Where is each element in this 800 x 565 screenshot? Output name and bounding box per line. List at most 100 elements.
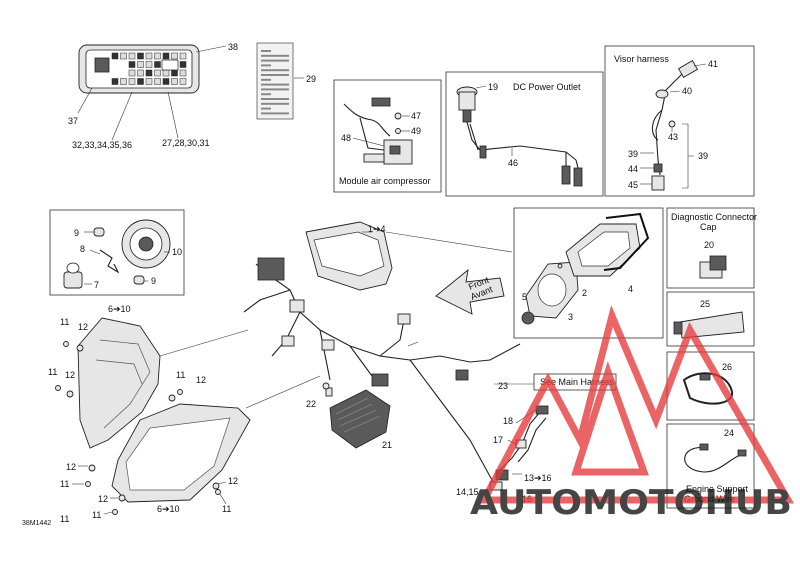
caption-visor-harness: Visor harness bbox=[614, 54, 669, 64]
fuse-slot bbox=[145, 52, 153, 60]
label-32-36: 32,33,34,35,36 bbox=[72, 140, 132, 150]
ground-wire-box bbox=[666, 423, 755, 509]
fuse-slot bbox=[128, 78, 136, 85]
label-11f: 11 bbox=[222, 504, 231, 514]
label-24: 24 bbox=[724, 428, 734, 438]
label-6-10-bottom: 6➔10 bbox=[157, 504, 180, 514]
fuse-card-line bbox=[261, 64, 271, 67]
label-6-10-top: 6➔10 bbox=[108, 304, 131, 314]
fuse-slot bbox=[128, 69, 136, 77]
fuse-card-line bbox=[261, 93, 271, 96]
fuse-card-line bbox=[261, 69, 289, 72]
dc-power-outlet bbox=[456, 86, 583, 187]
label-17: 17 bbox=[493, 435, 503, 445]
see-main-harness-box bbox=[533, 373, 617, 391]
label-9b: 9 bbox=[151, 276, 156, 286]
gauge-parts-box bbox=[513, 207, 664, 339]
fuse-box bbox=[78, 44, 200, 94]
visor-harness-box bbox=[604, 45, 755, 197]
fuse-slot bbox=[179, 61, 187, 68]
fuse-card-line bbox=[261, 88, 289, 91]
fuse-slot bbox=[154, 61, 161, 68]
label-19: 19 bbox=[488, 82, 498, 92]
fuse-card-line bbox=[261, 107, 271, 110]
label-22: 22 bbox=[306, 399, 316, 409]
label-18: 18 bbox=[503, 416, 513, 426]
label-12b: 12 bbox=[65, 370, 75, 380]
caption-dc-power-outlet: DC Power Outlet bbox=[513, 82, 581, 92]
fuse-card-line bbox=[261, 112, 289, 115]
label-12c: 12 bbox=[196, 375, 206, 385]
fuse-slot bbox=[171, 69, 178, 77]
label-12f: 12 bbox=[228, 476, 238, 486]
air-compressor-module bbox=[343, 97, 413, 165]
label-45: 45 bbox=[628, 180, 638, 190]
fuse-card-line bbox=[261, 54, 289, 57]
label-7: 7 bbox=[94, 280, 99, 290]
label-9a: 9 bbox=[74, 228, 79, 238]
cable-tie bbox=[682, 372, 734, 405]
fuse-slot bbox=[162, 52, 170, 60]
watermark-text: AUTOMOTOHUB bbox=[470, 483, 792, 523]
fuse-card-line bbox=[261, 83, 289, 86]
fuse-card-line bbox=[261, 50, 271, 52]
headlight-bulb-box bbox=[49, 209, 185, 296]
diagnostic-connector-box bbox=[666, 207, 755, 289]
label-26: 26 bbox=[722, 362, 732, 372]
label-40: 40 bbox=[682, 86, 692, 96]
fuse-slot bbox=[137, 52, 144, 60]
fuse-slot bbox=[145, 78, 153, 85]
headlight-lower bbox=[111, 403, 251, 503]
label-5: 5 bbox=[522, 292, 527, 302]
label-3: 3 bbox=[568, 312, 573, 322]
fuse-slot bbox=[171, 78, 178, 85]
fuse-label-card bbox=[256, 42, 294, 120]
label-11a: 11 bbox=[60, 317, 69, 327]
fuse-slot bbox=[111, 52, 119, 60]
headlight-bulb-assembly bbox=[63, 219, 171, 289]
label-38: 38 bbox=[228, 42, 238, 52]
fuse-card-line bbox=[261, 74, 289, 76]
dc-power-outlet-box bbox=[445, 71, 604, 197]
label-12a: 12 bbox=[78, 322, 88, 332]
fuse-slot bbox=[179, 78, 187, 85]
fuse-slot bbox=[162, 78, 170, 85]
label-43: 43 bbox=[668, 132, 678, 142]
fuse-slot bbox=[128, 52, 136, 60]
grease-box bbox=[666, 291, 755, 347]
automotohub-watermark-logo: AUTOMOTOHUB bbox=[470, 305, 795, 523]
label-48: 48 bbox=[341, 133, 351, 143]
gauge-cluster bbox=[305, 221, 393, 291]
fuse-slot bbox=[111, 78, 119, 85]
fuse-slot bbox=[179, 52, 187, 60]
fuse-slot bbox=[179, 69, 187, 77]
fuse-card-line bbox=[261, 59, 289, 62]
label-41: 41 bbox=[708, 59, 718, 69]
fuse-slot bbox=[154, 52, 161, 60]
label-21: 21 bbox=[382, 440, 392, 450]
label-44: 44 bbox=[628, 164, 638, 174]
label-29: 29 bbox=[306, 74, 316, 84]
front-arrow bbox=[435, 268, 505, 315]
voltage-regulator bbox=[322, 382, 391, 449]
label-1-4: 1➔4 bbox=[368, 224, 386, 234]
label-39b: 39 bbox=[698, 151, 708, 161]
fuse-slot bbox=[154, 78, 161, 85]
label-11b: 11 bbox=[48, 367, 57, 377]
label-13-16: 13➔16 bbox=[524, 473, 552, 483]
fuse-slot bbox=[162, 69, 170, 77]
headlight-upper bbox=[77, 317, 161, 449]
drawing-number: 38M1442 bbox=[22, 520, 51, 527]
label-11e: 11 bbox=[92, 510, 101, 520]
fuse-slot bbox=[137, 69, 144, 77]
fuse-card-line bbox=[261, 78, 271, 81]
label-47: 47 bbox=[411, 111, 421, 121]
ground-wire bbox=[684, 443, 747, 473]
label-8: 8 bbox=[80, 244, 85, 254]
label-23: 23 bbox=[498, 381, 508, 391]
caption-diagnostic-line2: Cap bbox=[700, 222, 717, 232]
visor-harness bbox=[651, 60, 699, 191]
label-11c: 11 bbox=[176, 370, 185, 380]
module-air-compressor-box bbox=[333, 79, 442, 193]
